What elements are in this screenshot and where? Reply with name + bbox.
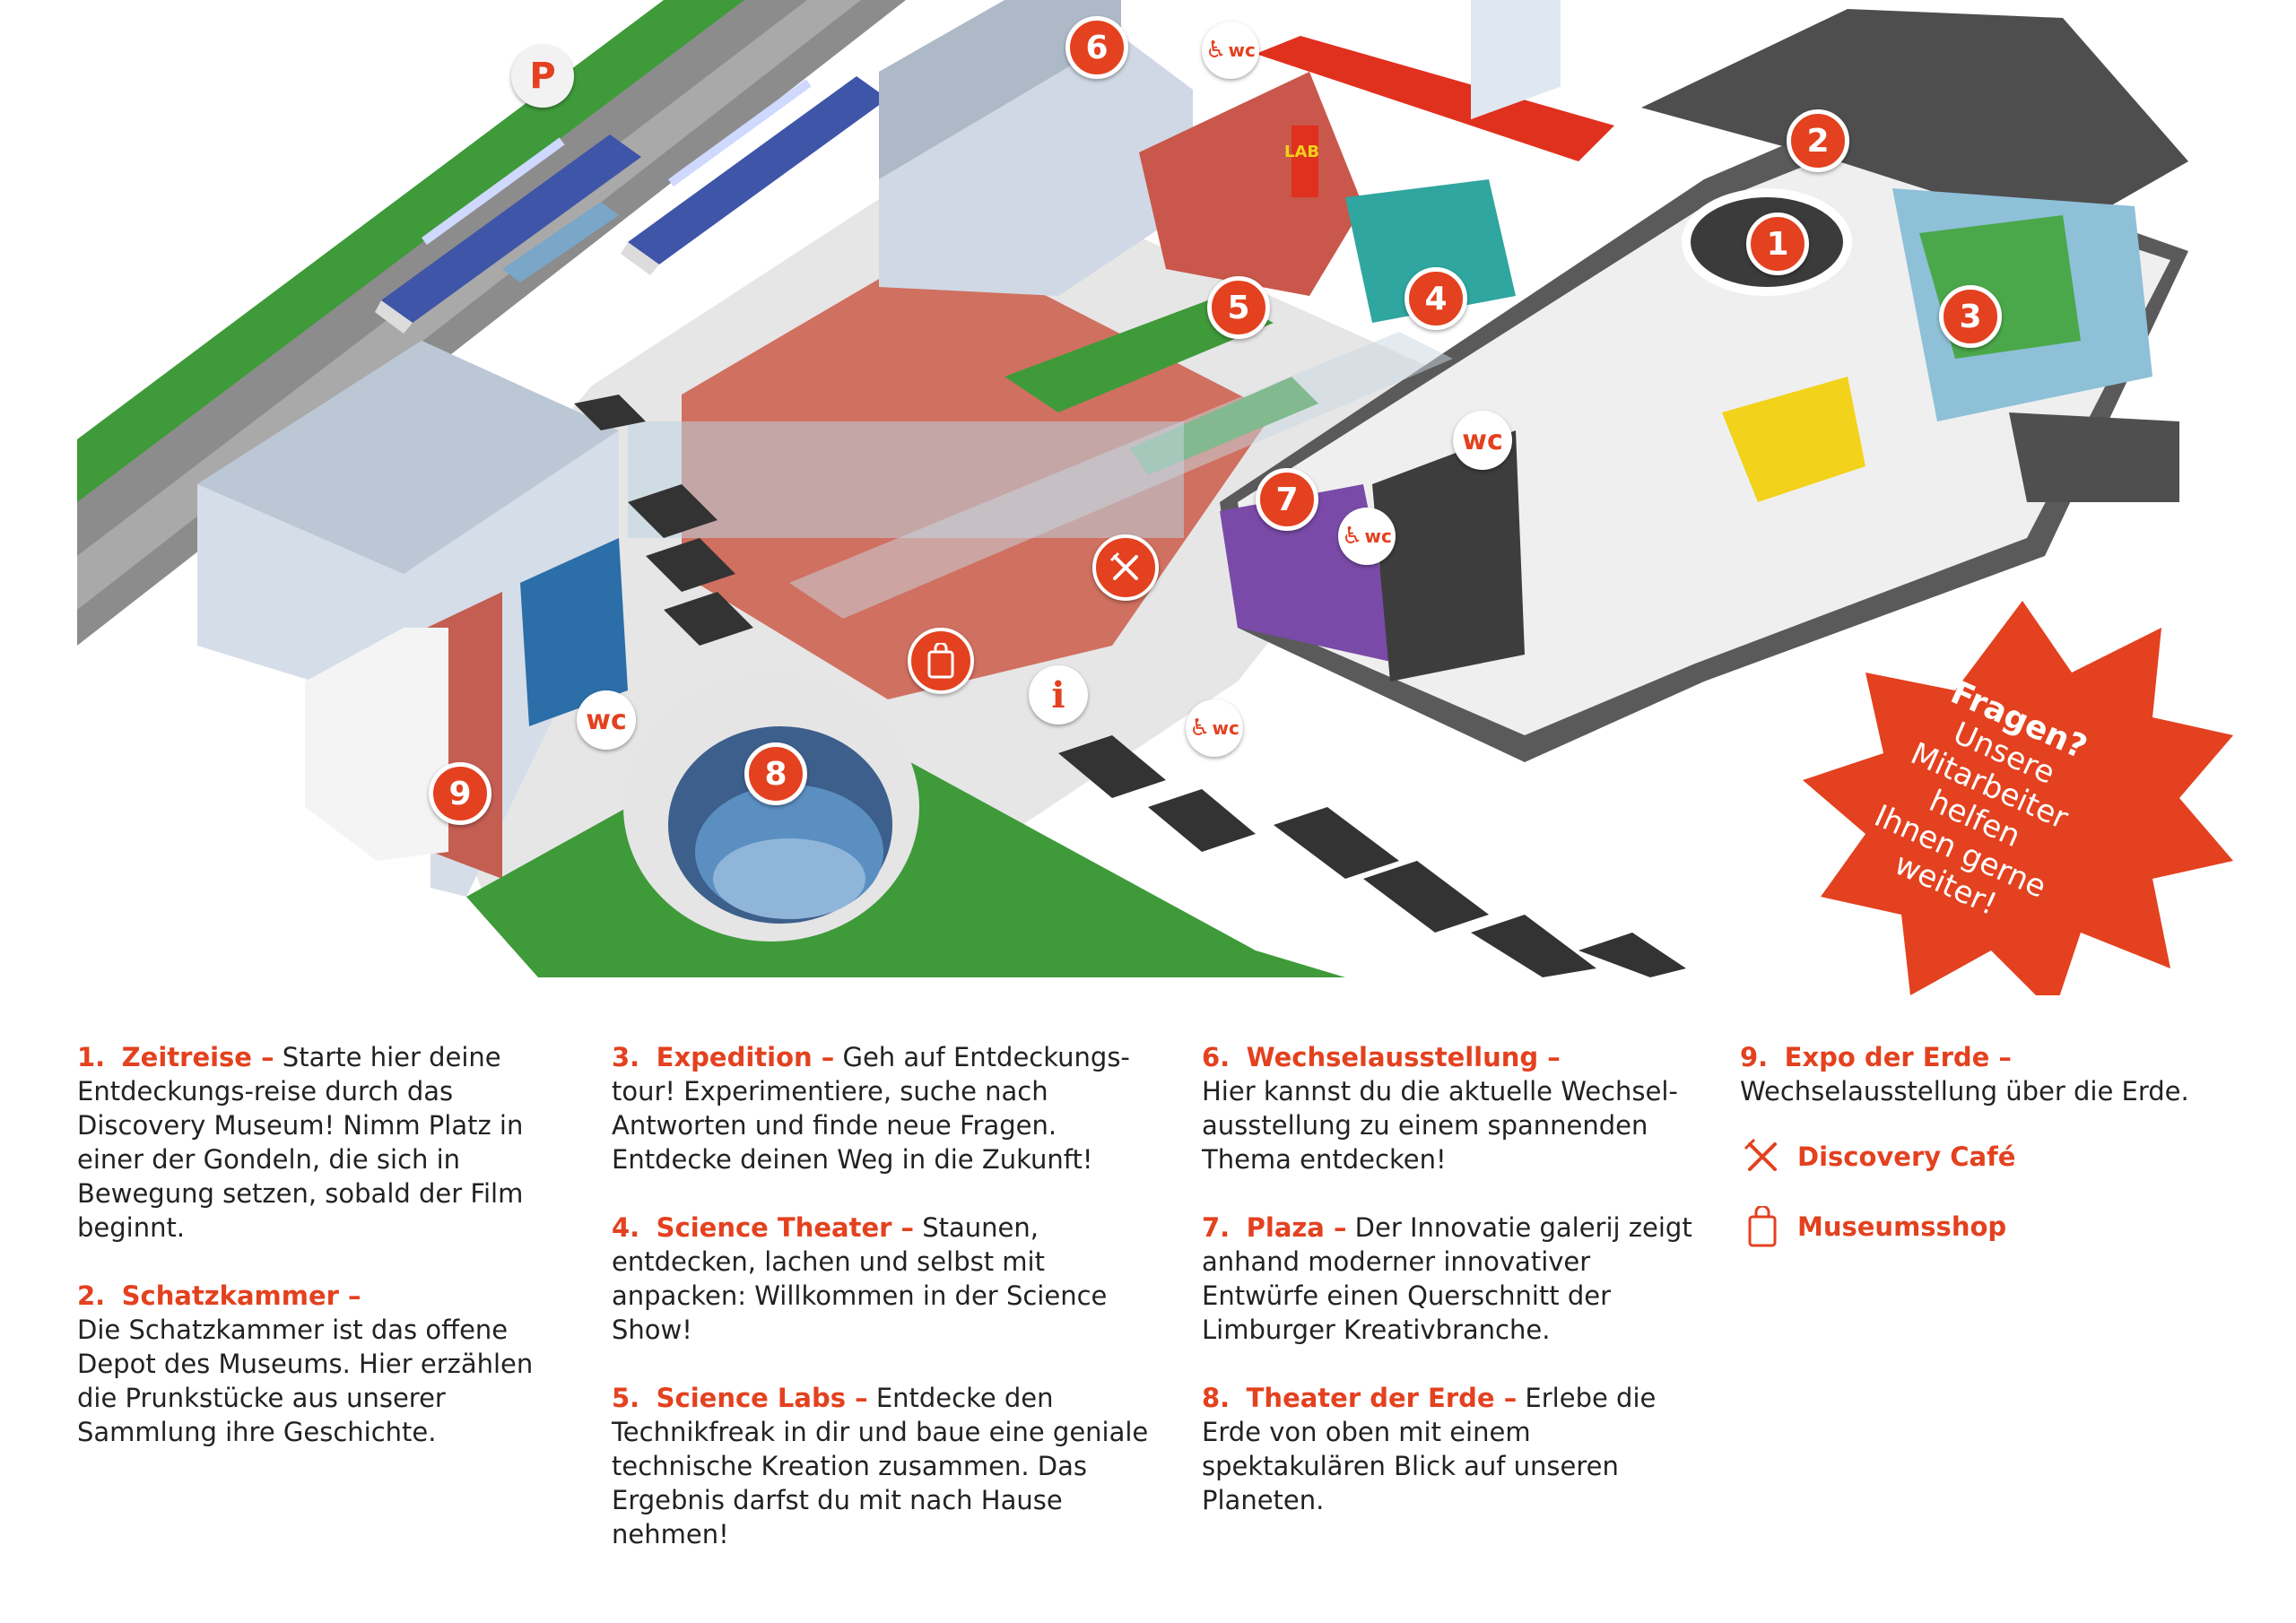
shopping-bag-icon (927, 643, 954, 679)
cutlery-icon[interactable] (1092, 534, 1159, 601)
marker-8[interactable]: 8 (744, 742, 807, 805)
marker-4[interactable]: 4 (1405, 267, 1467, 330)
legend-column-1: 1. Zeitreise – Starte hier deine Entdeck… (77, 1040, 579, 1483)
marker-6[interactable]: 6 (1065, 16, 1128, 79)
legend-cafe: Discovery Café (1740, 1135, 2242, 1178)
legend-item-schatzkammer: 2. Schatzkammer –Die Schatzkammer ist da… (77, 1280, 534, 1447)
crosswalk-right (1058, 735, 1686, 977)
cafe-label: Discovery Café (1797, 1141, 2016, 1172)
wc-icon[interactable]: wc (1453, 411, 1512, 470)
shopping-bag-icon (1740, 1205, 1785, 1248)
train-right (621, 76, 888, 275)
wheelchair-icon: ♿ (1189, 715, 1211, 742)
wheelchair-icon: ♿ (1205, 37, 1227, 64)
cutlery-icon (1109, 551, 1138, 580)
legend-column-4: 9. Expo der Erde –Wechselausstellung übe… (1740, 1040, 2242, 1275)
legend-item-science-theater: 4. Science Theater – Staunen, entdecken,… (612, 1212, 1108, 1345)
shop-label: Museumsshop (1797, 1211, 2007, 1242)
wheelchair-icon[interactable]: ♿wc (1338, 508, 1396, 565)
wc-icon[interactable]: wc (577, 690, 636, 750)
marker-3[interactable]: 3 (1939, 285, 2002, 348)
marker-9[interactable]: 9 (429, 762, 491, 825)
wheelchair-icon[interactable]: ♿wc (1186, 699, 1243, 757)
legend-item-zeitreise: 1. Zeitreise – Starte hier deine Entdeck… (77, 1042, 524, 1243)
legend-item-theater-der-erde: 8. Theater der Erde – Erlebe die Erde vo… (1202, 1383, 1657, 1515)
parking-icon[interactable]: P (511, 45, 574, 108)
platform-shelter (502, 202, 619, 282)
museum-map: 6 2 1 3 4 5 7 8 9 P wc wc ♿wc ♿wc ♿wc i … (77, 0, 2233, 1013)
marker-7[interactable]: 7 (1256, 468, 1318, 531)
legend-shop: Museumsshop (1740, 1205, 2242, 1248)
wheelchair-icon: ♿ (1342, 523, 1363, 550)
building-wechselausstellung (879, 36, 1193, 296)
shopping-bag-icon[interactable] (908, 628, 974, 694)
science-theater (1345, 179, 1516, 323)
legend-item-expo-der-erde: 9. Expo der Erde –Wechselausstellung übe… (1740, 1042, 2189, 1107)
legend-item-wechselausstellung: 6. Wechselausstellung –Hier kannst du di… (1202, 1042, 1678, 1175)
lab-sign: LAB (1284, 143, 1320, 161)
wheelchair-icon[interactable]: ♿wc (1202, 22, 1259, 79)
cutlery-icon (1740, 1135, 1785, 1178)
legend-item-plaza: 7. Plaza – Der Innovatie galerij zeigt a… (1202, 1212, 1692, 1345)
train-left (375, 135, 641, 334)
marker-5[interactable]: 5 (1207, 276, 1270, 339)
schatzkammer (1641, 9, 2188, 233)
legend-item-expedition: 3. Expedition – Geh auf Entdeckungs-tour… (612, 1042, 1130, 1175)
legend-item-science-labs: 5. Science Labs – Entdecke den Technikfr… (612, 1383, 1149, 1549)
marker-2[interactable]: 2 (1787, 109, 1849, 172)
crosswalk-left (574, 395, 753, 646)
legend-column-2: 3. Expedition – Geh auf Entdeckungs-tour… (612, 1040, 1150, 1585)
legend-column-3: 6. Wechselausstellung –Hier kannst du di… (1202, 1040, 1704, 1551)
fragen-starburst (1803, 601, 2233, 1013)
info-icon[interactable]: i (1029, 665, 1088, 725)
marker-1[interactable]: 1 (1746, 213, 1809, 275)
